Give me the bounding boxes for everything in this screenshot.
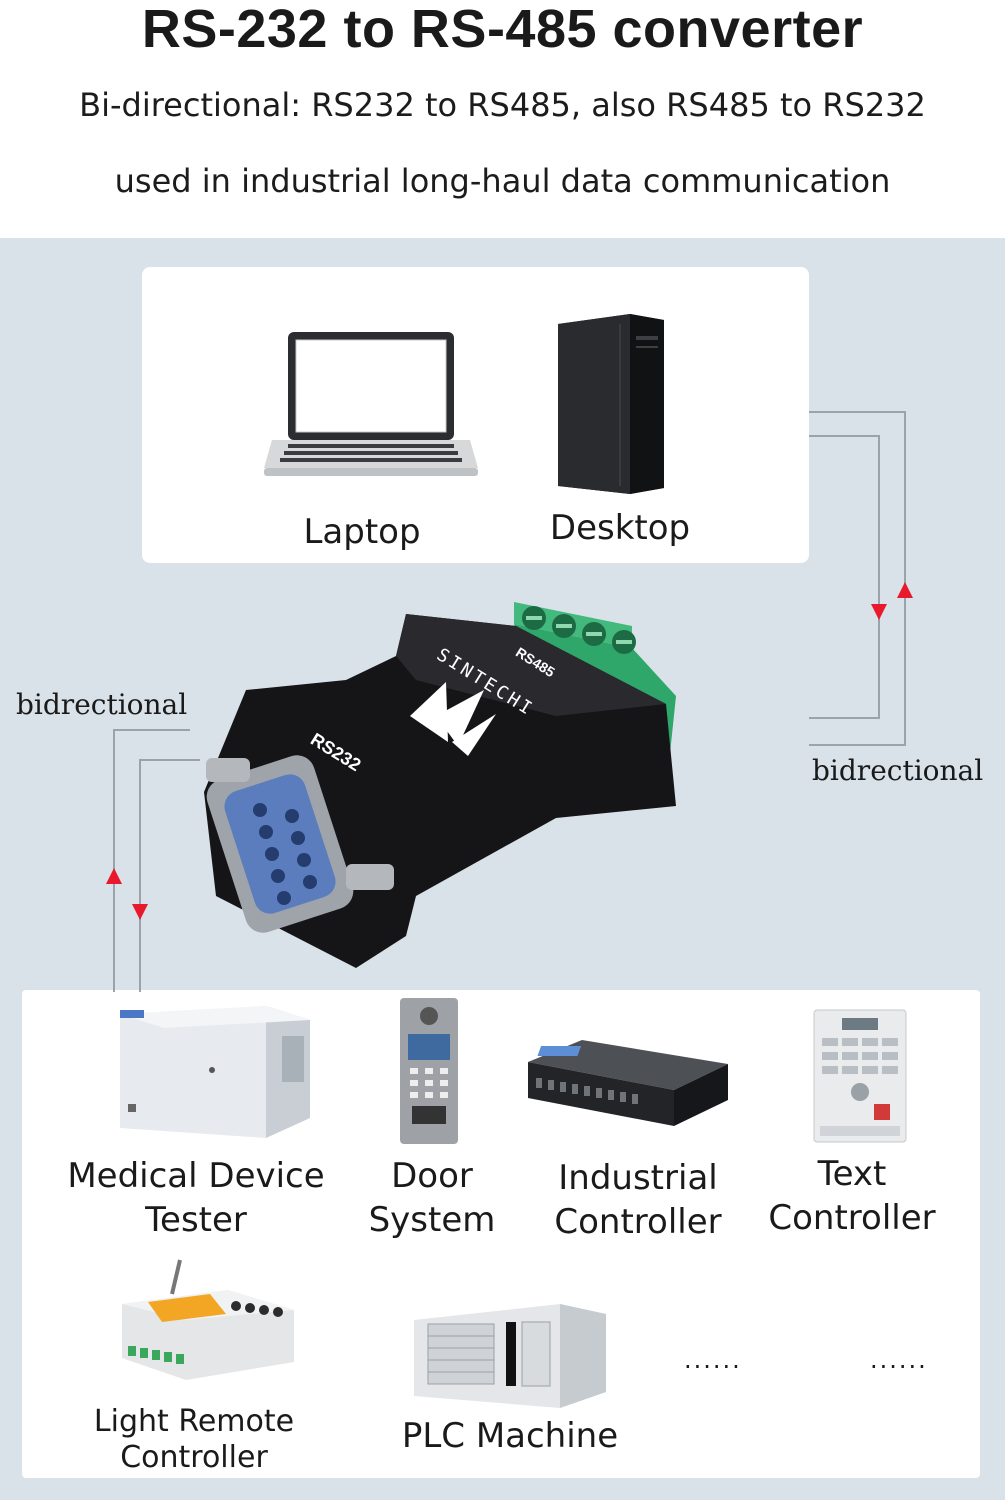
device-label-light-remote: Light Remote Controller bbox=[93, 1404, 295, 1475]
device-label-door-system: Door System bbox=[368, 1156, 496, 1240]
computer-label-desktop: Desktop bbox=[549, 508, 691, 548]
laptop-icon bbox=[264, 332, 478, 476]
door-intercom-icon bbox=[400, 998, 458, 1144]
device-label-medical-tester: Medical Device Tester bbox=[67, 1156, 325, 1240]
light-remote-icon bbox=[122, 1259, 294, 1380]
industrial-controller-icon bbox=[528, 1040, 728, 1126]
db9-serial-port bbox=[206, 755, 394, 933]
computer-label-laptop: Laptop bbox=[303, 512, 421, 552]
arrow-markers bbox=[106, 582, 913, 920]
bidirectional-label-left: bidrectional bbox=[16, 688, 188, 721]
subtitle-line-1: Bi-directional: RS232 to RS485, also RS4… bbox=[79, 86, 926, 124]
page-title: RS-232 to RS-485 converter bbox=[141, 0, 864, 59]
device-label-plc-machine: PLC Machine bbox=[401, 1416, 619, 1456]
more-devices-ellipsis-1: ...... bbox=[684, 1346, 742, 1374]
medical-tester-icon bbox=[120, 1006, 310, 1138]
down-arrow-icon bbox=[871, 604, 887, 620]
plc-machine-icon bbox=[414, 1304, 606, 1408]
computers-box bbox=[142, 267, 809, 563]
desktop-tower-icon bbox=[558, 314, 664, 494]
device-label-industrial-controller: Industrial Controller bbox=[554, 1158, 722, 1242]
rs232-rs485-converter bbox=[204, 602, 676, 968]
sintechi-logo-icon bbox=[410, 682, 496, 756]
down-arrow-icon bbox=[132, 904, 148, 920]
subtitle-line-2: used in industrial long-haul data commun… bbox=[114, 162, 891, 200]
device-label-text-controller: Text Controller bbox=[768, 1154, 936, 1238]
up-arrow-icon bbox=[106, 868, 122, 884]
text-controller-icon bbox=[813, 1009, 907, 1143]
bidirectional-label-right: bidrectional bbox=[812, 754, 984, 787]
more-devices-ellipsis-2: ...... bbox=[870, 1346, 928, 1374]
up-arrow-icon bbox=[897, 582, 913, 598]
